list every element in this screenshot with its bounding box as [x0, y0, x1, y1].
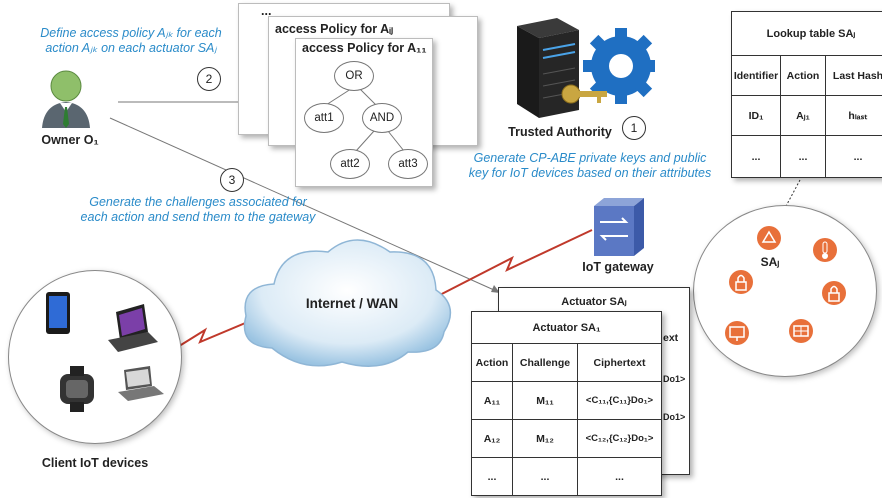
actuator-cell: <C₁₁,{C₁₁}Do₁> — [577, 381, 662, 420]
owner-policy-caption: Define access policy Aⱼₖ for each action… — [18, 26, 244, 56]
lookup-table-title: Lookup table SAⱼ — [731, 11, 882, 56]
sa-label: SAⱼ — [760, 255, 780, 269]
actuator-back-header-fragment: ext — [663, 332, 679, 344]
smartwatch-icon — [60, 366, 94, 412]
ta-caption-line2: key for IoT devices based on their attri… — [468, 166, 712, 180]
lookup-header-action: Action — [780, 55, 826, 96]
actuator-front-title: Actuator SA₁ — [471, 311, 662, 344]
owner-gateway-arrowhead — [491, 285, 500, 293]
thermometer-icon — [813, 238, 837, 262]
solar-panel-icon — [789, 319, 813, 343]
actuator-table-front: Actuator SA₁ Action Challenge Ciphertext… — [471, 311, 662, 496]
trusted-authority-server-icon — [517, 18, 655, 118]
actuator-cell: ... — [471, 457, 513, 496]
trusted-authority-caption: Generate CP-ABE private keys and public … — [448, 151, 732, 181]
lookup-table-card: Lookup table SAⱼ Identifier Action Last … — [731, 11, 882, 178]
owner-gateway-arrow — [109, 117, 495, 291]
policy-node-or: OR — [334, 61, 374, 91]
actuator-header-action: Action — [471, 343, 513, 382]
lookup-table: Lookup table SAⱼ Identifier Action Last … — [731, 11, 882, 178]
clients-label: Client IoT devices — [41, 456, 149, 470]
policy-node-att1: att1 — [304, 103, 344, 133]
notebook-icon — [118, 366, 164, 401]
policy-card-back-title: ... — [261, 4, 272, 18]
actuator-cell: A₁₁ — [471, 381, 513, 420]
policy-card-front-title: access Policy for A₁₁ — [302, 41, 427, 55]
key-icon — [561, 84, 607, 104]
policy-card-middle-title: access Policy for Aᵢⱼ — [275, 22, 394, 36]
client-cloud-link — [159, 315, 263, 359]
lookup-cell: Aⱼ₁ — [780, 95, 826, 136]
step-1-badge: 1 — [622, 116, 646, 140]
owner-caption-line2: action Aⱼₖ on each actuator SAⱼ — [45, 41, 217, 55]
cloud-gateway-link — [429, 229, 593, 301]
actuator-cell: ... — [577, 457, 662, 496]
step-2-badge: 2 — [197, 67, 221, 91]
lookup-cell: ID₁ — [731, 95, 781, 136]
challenge-caption-line2: each action and send them to the gateway — [80, 210, 316, 224]
ta-caption-line1: Generate CP-ABE private keys and public — [473, 151, 707, 165]
lock-icon — [822, 281, 846, 305]
policy-node-att3: att3 — [388, 149, 428, 179]
actuator-back-row-fragment: Do1> — [663, 374, 686, 384]
policy-node-att2: att2 — [330, 149, 370, 179]
challenge-caption-line1: Generate the challenges associated for — [89, 195, 307, 209]
actuator-cell: M₁₂ — [512, 419, 578, 458]
gateway-label: IoT gateway — [582, 260, 654, 274]
owner-person-icon — [42, 70, 90, 128]
monitor-icon — [725, 321, 749, 345]
lookup-cell: ... — [780, 135, 826, 178]
actuator-cell: M₁₁ — [512, 381, 578, 420]
client-devices-icons — [46, 292, 164, 412]
recycle-icon — [757, 226, 781, 250]
lock-icon — [729, 270, 753, 294]
clients-circle — [8, 270, 182, 444]
owner-caption-line1: Define access policy Aⱼₖ for each — [40, 26, 222, 40]
actuator-header-challenge: Challenge — [512, 343, 578, 382]
actuator-cell: ... — [512, 457, 578, 496]
cloud-label: Internet / WAN — [305, 296, 399, 311]
actuator-back-row-fragment: Do1> — [663, 412, 686, 422]
actuator-table-front-card: Actuator SA₁ Action Challenge Ciphertext… — [471, 311, 662, 496]
actuator-back-title: Actuator SAⱼ — [561, 296, 627, 308]
actuator-cell: <C₁₂,{C₁₂}Do₁> — [577, 419, 662, 458]
lookup-cell: ... — [825, 135, 882, 178]
gateway-router-icon — [594, 198, 644, 256]
lookup-cell: ... — [731, 135, 781, 178]
policy-card-front: access Policy for A₁₁ OR att1 AND att2 a… — [295, 38, 433, 187]
policy-node-and: AND — [362, 103, 402, 133]
trusted-authority-label: Trusted Authority — [508, 125, 612, 139]
owner-label: Owner O₁ — [41, 133, 99, 147]
cloud-icon — [243, 239, 452, 367]
challenge-caption: Generate the challenges associated for e… — [48, 195, 348, 225]
lookup-header-identifier: Identifier — [731, 55, 781, 96]
lookup-header-last-hash: Last Hash — [825, 55, 882, 96]
tablet-icon — [46, 292, 70, 334]
laptop-icon — [108, 304, 158, 352]
sa-circle — [693, 205, 877, 377]
step-3-badge: 3 — [220, 168, 244, 192]
actuator-cell: A₁₂ — [471, 419, 513, 458]
actuator-header-ciphertext: Ciphertext — [577, 343, 662, 382]
lookup-cell: hₗₐₛₜ — [825, 95, 882, 136]
sa-devices-icons — [725, 226, 846, 345]
